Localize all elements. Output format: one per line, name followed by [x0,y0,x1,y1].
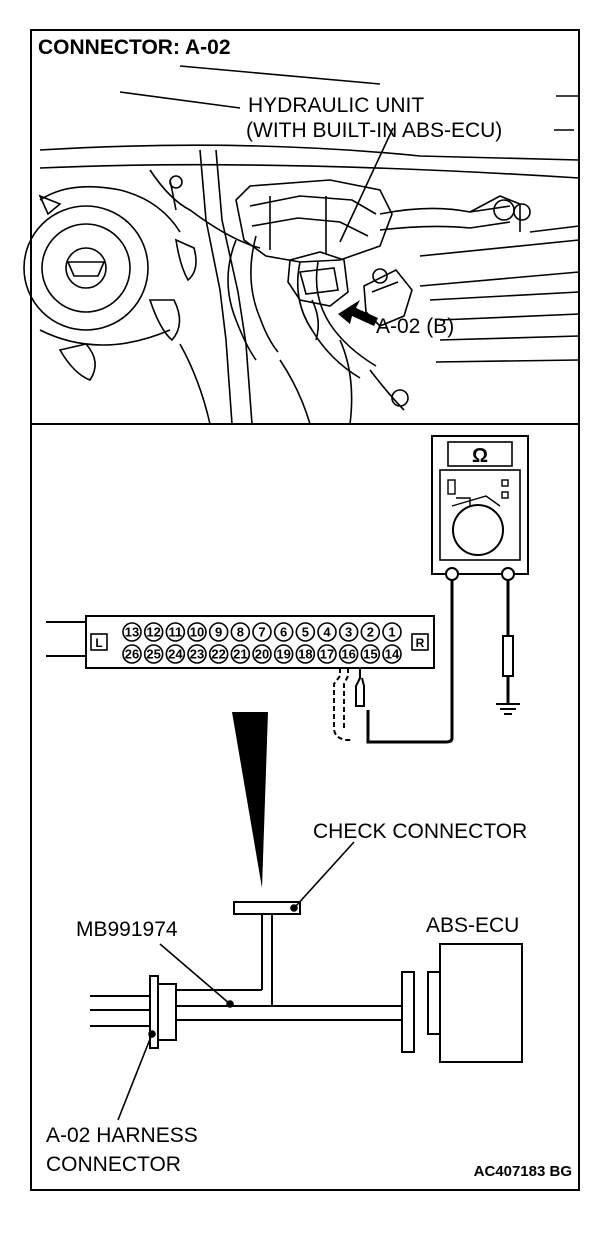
hydraulic-unit-label-line1: HYDRAULIC UNIT [248,94,424,117]
left-tag: L [95,636,102,650]
connector-pin-label: 19 [276,647,290,662]
connector-pin [122,622,142,642]
connector-pin-label: 16 [341,647,355,662]
connector-pin [230,644,251,664]
connector-pin [208,644,229,664]
connector-pin-label: 26 [125,647,139,662]
ohmmeter: Ω [431,435,529,581]
check-connector-label: CHECK CONNECTOR [313,820,527,843]
connector-pin-label: 9 [215,625,222,640]
a02-pointer-arrow [338,300,378,326]
connector-pin [317,622,337,642]
test-leads [366,580,514,744]
right-tag: R [416,636,425,650]
probe-pin-16 [333,668,352,741]
connector-pin-label: 12 [146,625,160,640]
connector-pin [382,644,402,664]
connector-pin [165,622,186,642]
a02-connector-label: A-02 (B) [376,315,454,338]
connector-pin-label: 15 [363,647,377,662]
connector-pin [295,622,316,642]
probe-pin-15 [355,668,365,707]
connector-pin [273,644,294,664]
engine-leader-lines [339,127,574,243]
harness-connector-label-line1: A-02 HARNESS [46,1124,198,1147]
connector-pin-label: 5 [302,625,309,640]
connector-pin [143,622,164,642]
connector-pin [208,622,229,642]
connector-pin [165,644,186,664]
connector-pin [252,644,272,664]
connector-pin [273,622,294,642]
connector-pin [338,622,359,642]
connector-pin-label: 4 [323,625,331,640]
harness-connector-label-line2: CONNECTOR [46,1153,181,1176]
connector-pin [187,622,207,642]
connector-pin-label: 18 [298,647,312,662]
connector-pin [252,622,272,642]
connector-pin-label: 1 [388,625,395,640]
connector-pin [295,644,316,664]
connector-pin [382,622,402,642]
connector-pin [187,644,207,664]
connector-pin [317,644,337,664]
view-pointer-wedge [232,712,268,888]
connector-pin [122,644,142,664]
connector-pin-label: 22 [211,647,225,662]
abs-ecu-unit [427,943,523,1063]
engine-bay-illustration [23,65,580,425]
connector-pin [230,622,251,642]
connector-pin [360,622,381,642]
adapter-part-label: MB991974 [76,918,178,941]
connector-pin-label: 25 [146,647,160,662]
harness-wiring [90,901,415,1053]
connector-pin-label: 14 [385,647,400,662]
connector-pin-label: 13 [125,625,139,640]
connector-pin-label: 2 [367,625,374,640]
selector-dial [452,504,504,556]
connector-pin [338,644,359,664]
abs-ecu-label: ABS-ECU [426,914,519,937]
connector-pin-label: 21 [233,647,247,662]
harness-leader-lines [117,841,355,1121]
connector-pin [143,644,164,664]
connector-pin-label: 17 [320,647,334,662]
connector-pin-label: 7 [258,625,265,640]
figure-frame [30,29,580,1191]
connector-pin-label: 10 [190,625,204,640]
connector-pin-label: 6 [280,625,287,640]
connector-pin-label: 23 [190,647,204,662]
connector-pin-label: 11 [168,625,182,640]
ohm-symbol: Ω [472,445,488,467]
connector-pin-label: 8 [237,625,244,640]
connector-pin [360,644,381,664]
page-title: CONNECTOR: A-02 [38,36,231,59]
ground-icon [496,703,520,715]
connector-pin-label: 24 [168,647,183,662]
figure-code: AC407183 BG [474,1163,572,1180]
connector-pin-label: 3 [345,625,352,640]
connector-pin-label: 20 [255,647,269,662]
hydraulic-unit-label-line2: (WITH BUILT-IN ABS-ECU) [246,119,502,142]
